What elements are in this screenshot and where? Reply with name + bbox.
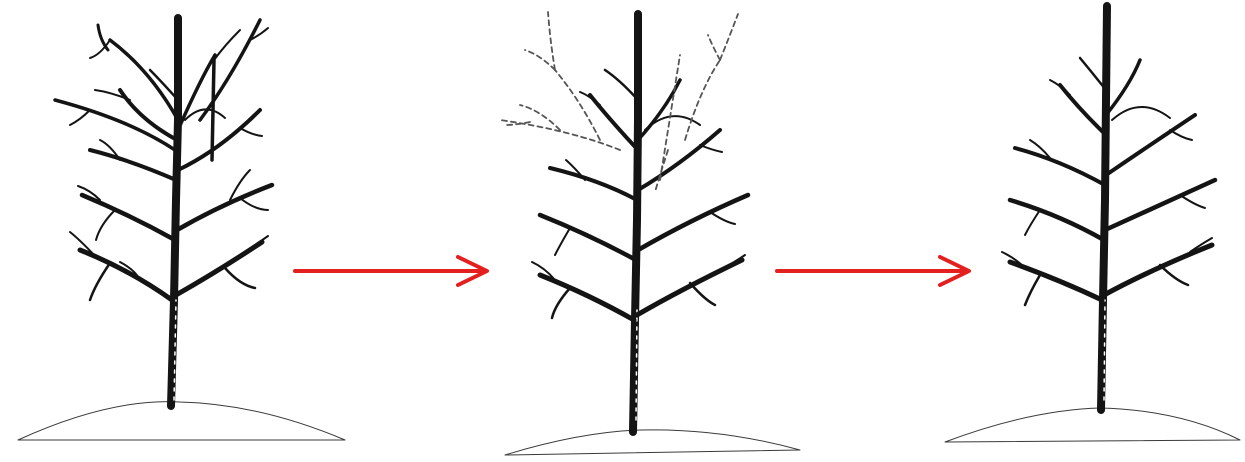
branches	[531, 68, 751, 323]
trunk	[629, 10, 642, 436]
arrow-right-icon	[775, 255, 971, 287]
tree-before-pruning	[17, 14, 346, 441]
trunk	[1097, 2, 1111, 414]
ground-mound	[504, 429, 801, 456]
branches	[1001, 56, 1218, 307]
arrow-right-icon	[293, 255, 489, 287]
trunk	[167, 14, 182, 410]
removed-branches-dashed	[499, 11, 739, 193]
ground-mound	[944, 407, 1241, 443]
ground-mound	[17, 401, 346, 441]
tree-after-pruning	[944, 2, 1241, 443]
branches	[53, 18, 275, 303]
tree-with-cuts-marked	[499, 10, 801, 456]
